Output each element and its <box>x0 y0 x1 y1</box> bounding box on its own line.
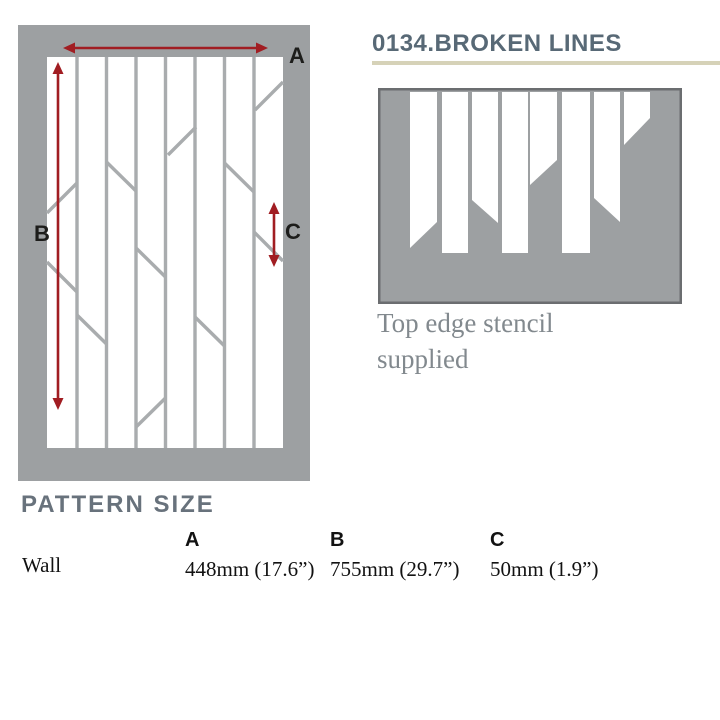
size-row-label-wall: Wall <box>22 553 62 577</box>
product-title: 0134.BROKEN LINES <box>372 30 622 57</box>
size-column-header-c: C <box>490 529 505 551</box>
top-edge-stencil-preview <box>378 88 682 304</box>
size-column-b: B 755mm (29.7”) <box>330 530 459 582</box>
dimension-label-a: A <box>289 43 305 68</box>
size-value-a: 448mm (17.6”) <box>185 557 315 581</box>
dimension-label-b: B <box>34 221 50 246</box>
size-column-header-a: A <box>185 529 200 551</box>
stencil-caption: Top edge stencil supplied <box>377 306 554 377</box>
size-column-c: C 50mm (1.9”) <box>490 530 598 582</box>
pattern-preview-panel: A B C <box>18 25 310 481</box>
size-value-b: 755mm (29.7”) <box>330 557 460 581</box>
pattern-preview-graphic <box>18 25 310 481</box>
title-divider <box>372 61 720 65</box>
stencil-caption-line-2: supplied <box>377 343 469 374</box>
size-column-header-b: B <box>330 529 345 551</box>
dimension-label-c: C <box>285 219 301 244</box>
pattern-size-heading: PATTERN SIZE <box>21 491 215 518</box>
size-column-a: A 448mm (17.6”) <box>185 530 314 582</box>
stencil-caption-line-1: Top edge stencil <box>377 308 554 338</box>
size-value-c: 50mm (1.9”) <box>490 557 599 581</box>
